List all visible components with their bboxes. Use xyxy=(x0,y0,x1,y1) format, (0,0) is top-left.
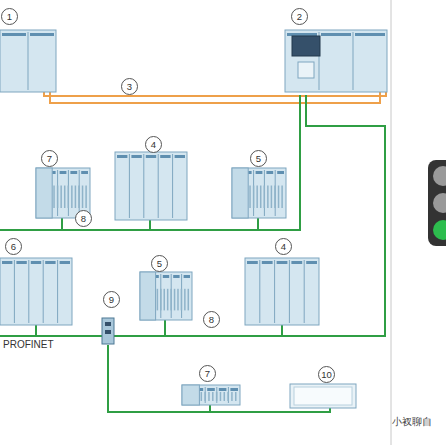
status-light xyxy=(428,160,446,246)
profinet-drop xyxy=(281,325,283,336)
network-label: PROFINET xyxy=(3,339,54,351)
callout-number: 8 xyxy=(203,311,220,328)
profinet-line xyxy=(0,95,385,336)
io-rack xyxy=(0,258,72,325)
profinet-line xyxy=(0,95,300,230)
cpu-rack xyxy=(285,30,387,92)
callout-number: 7 xyxy=(41,150,58,167)
callout-number: 1 xyxy=(1,8,18,25)
profinet-drop xyxy=(209,405,211,412)
callout-number: 4 xyxy=(275,238,292,255)
io-rack xyxy=(115,152,187,220)
profinet-drop xyxy=(35,325,37,336)
cpu-rack xyxy=(0,30,56,92)
profinet-drop xyxy=(61,218,63,230)
hmi-panel xyxy=(290,384,356,408)
profinet-drop xyxy=(257,218,259,230)
callout-number: 9 xyxy=(103,291,120,308)
profinet-drop xyxy=(164,320,166,336)
profinet-drop xyxy=(149,220,151,230)
callout-number: 7 xyxy=(199,365,216,382)
callout-number: 6 xyxy=(5,238,22,255)
network-switch xyxy=(102,318,114,344)
callout-number: 4 xyxy=(145,136,162,153)
watermark: 小衩聊自 xyxy=(392,416,432,428)
callout-number: 2 xyxy=(291,8,308,25)
io-station xyxy=(232,168,286,218)
callout-number: 5 xyxy=(151,255,168,272)
callout-number: 8 xyxy=(75,210,92,227)
io-rack xyxy=(245,258,319,325)
io-station xyxy=(140,272,192,320)
callout-number: 5 xyxy=(250,150,267,167)
io-station xyxy=(182,385,240,405)
callout-number: 3 xyxy=(121,78,138,95)
separator-line xyxy=(391,0,392,445)
callout-number: 10 xyxy=(318,366,335,383)
